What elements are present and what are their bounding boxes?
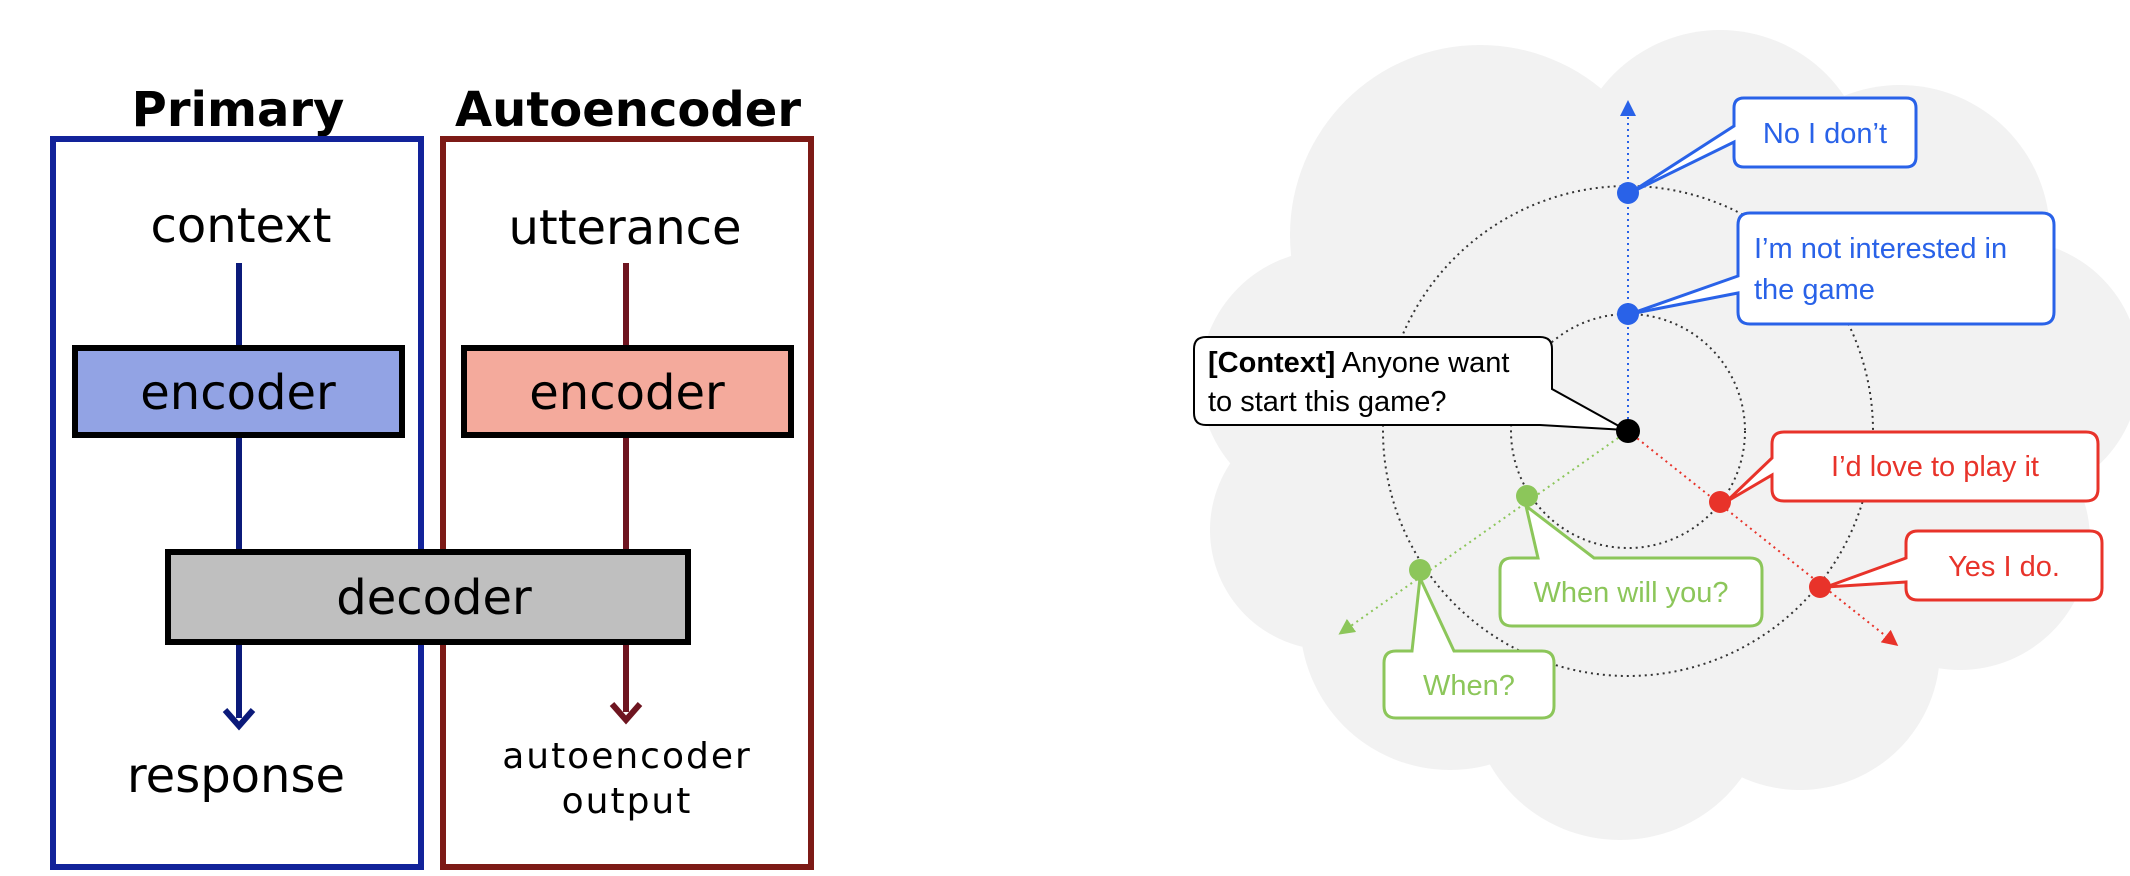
red-point-outer bbox=[1809, 576, 1831, 598]
blue-callout-not-interested: I’m not interested in the game bbox=[1629, 211, 2056, 326]
primary-frame bbox=[50, 136, 424, 870]
latent-space-diagram: [Context] Anyone want to start this game… bbox=[1193, 30, 2130, 840]
green-callout-when-will-you: When will you? bbox=[1498, 502, 1764, 628]
blue-label-2-line2: the game bbox=[1754, 274, 1875, 306]
blue-point-outer bbox=[1617, 182, 1639, 204]
green-point-inner bbox=[1516, 485, 1538, 507]
red-direction-axis bbox=[1627, 430, 1899, 646]
green-point-outer bbox=[1409, 559, 1431, 581]
red-label-1: I’d love to play it bbox=[1831, 451, 2039, 483]
seq2seq-autoencoder-diagram: Primary Autoencoder context utterance en… bbox=[50, 82, 814, 870]
primary-encoder-label: encoder bbox=[140, 365, 336, 421]
utterance-label: utterance bbox=[508, 200, 741, 256]
context-text-line2: to start this game? bbox=[1208, 386, 1447, 418]
blue-callout-no-i-dont: No I don’t bbox=[1629, 96, 1918, 195]
blue-label-1: No I don’t bbox=[1763, 118, 1887, 150]
green-label-2: When? bbox=[1423, 670, 1515, 702]
autoencoder-output-line2: output bbox=[562, 781, 693, 822]
autoencoder-frame bbox=[440, 136, 814, 870]
green-direction-axis bbox=[1338, 430, 1629, 635]
context-text-line1: Anyone want bbox=[1335, 347, 1509, 379]
autoencoder-arrow-head bbox=[609, 702, 643, 725]
context-label: context bbox=[151, 198, 332, 254]
response-label: response bbox=[127, 748, 345, 804]
blue-label-2-line1: I’m not interested in bbox=[1754, 233, 2007, 265]
decoder-box bbox=[165, 549, 691, 645]
green-callout-when: When? bbox=[1382, 572, 1556, 720]
red-point-inner bbox=[1709, 491, 1731, 513]
autoencoder-encoder-label: encoder bbox=[529, 365, 725, 421]
red-callout-love-to-play: I’d love to play it bbox=[1724, 430, 2100, 504]
autoencoder-output-line1: autoencoder bbox=[502, 736, 752, 777]
decoder-label: decoder bbox=[336, 570, 532, 626]
context-bold-label: [Context] bbox=[1208, 347, 1335, 379]
blue-point-inner bbox=[1617, 303, 1639, 325]
green-label-1: When will you? bbox=[1533, 577, 1728, 609]
red-label-2: Yes I do. bbox=[1948, 551, 2060, 583]
svg-text:[Context] Anyone want: [Context] Anyone want bbox=[1208, 347, 1509, 379]
primary-encoder-box bbox=[72, 345, 405, 438]
autoencoder-encoder-box bbox=[461, 345, 794, 438]
context-callout: [Context] Anyone want to start this game… bbox=[1193, 336, 1627, 431]
primary-arrow-head bbox=[222, 708, 256, 731]
autoencoder-title: Autoencoder bbox=[455, 82, 801, 138]
primary-title: Primary bbox=[132, 82, 345, 138]
inner-radius-circle bbox=[1510, 313, 1746, 549]
context-point bbox=[1616, 419, 1640, 443]
red-callout-yes-i-do: Yes I do. bbox=[1825, 529, 2104, 602]
